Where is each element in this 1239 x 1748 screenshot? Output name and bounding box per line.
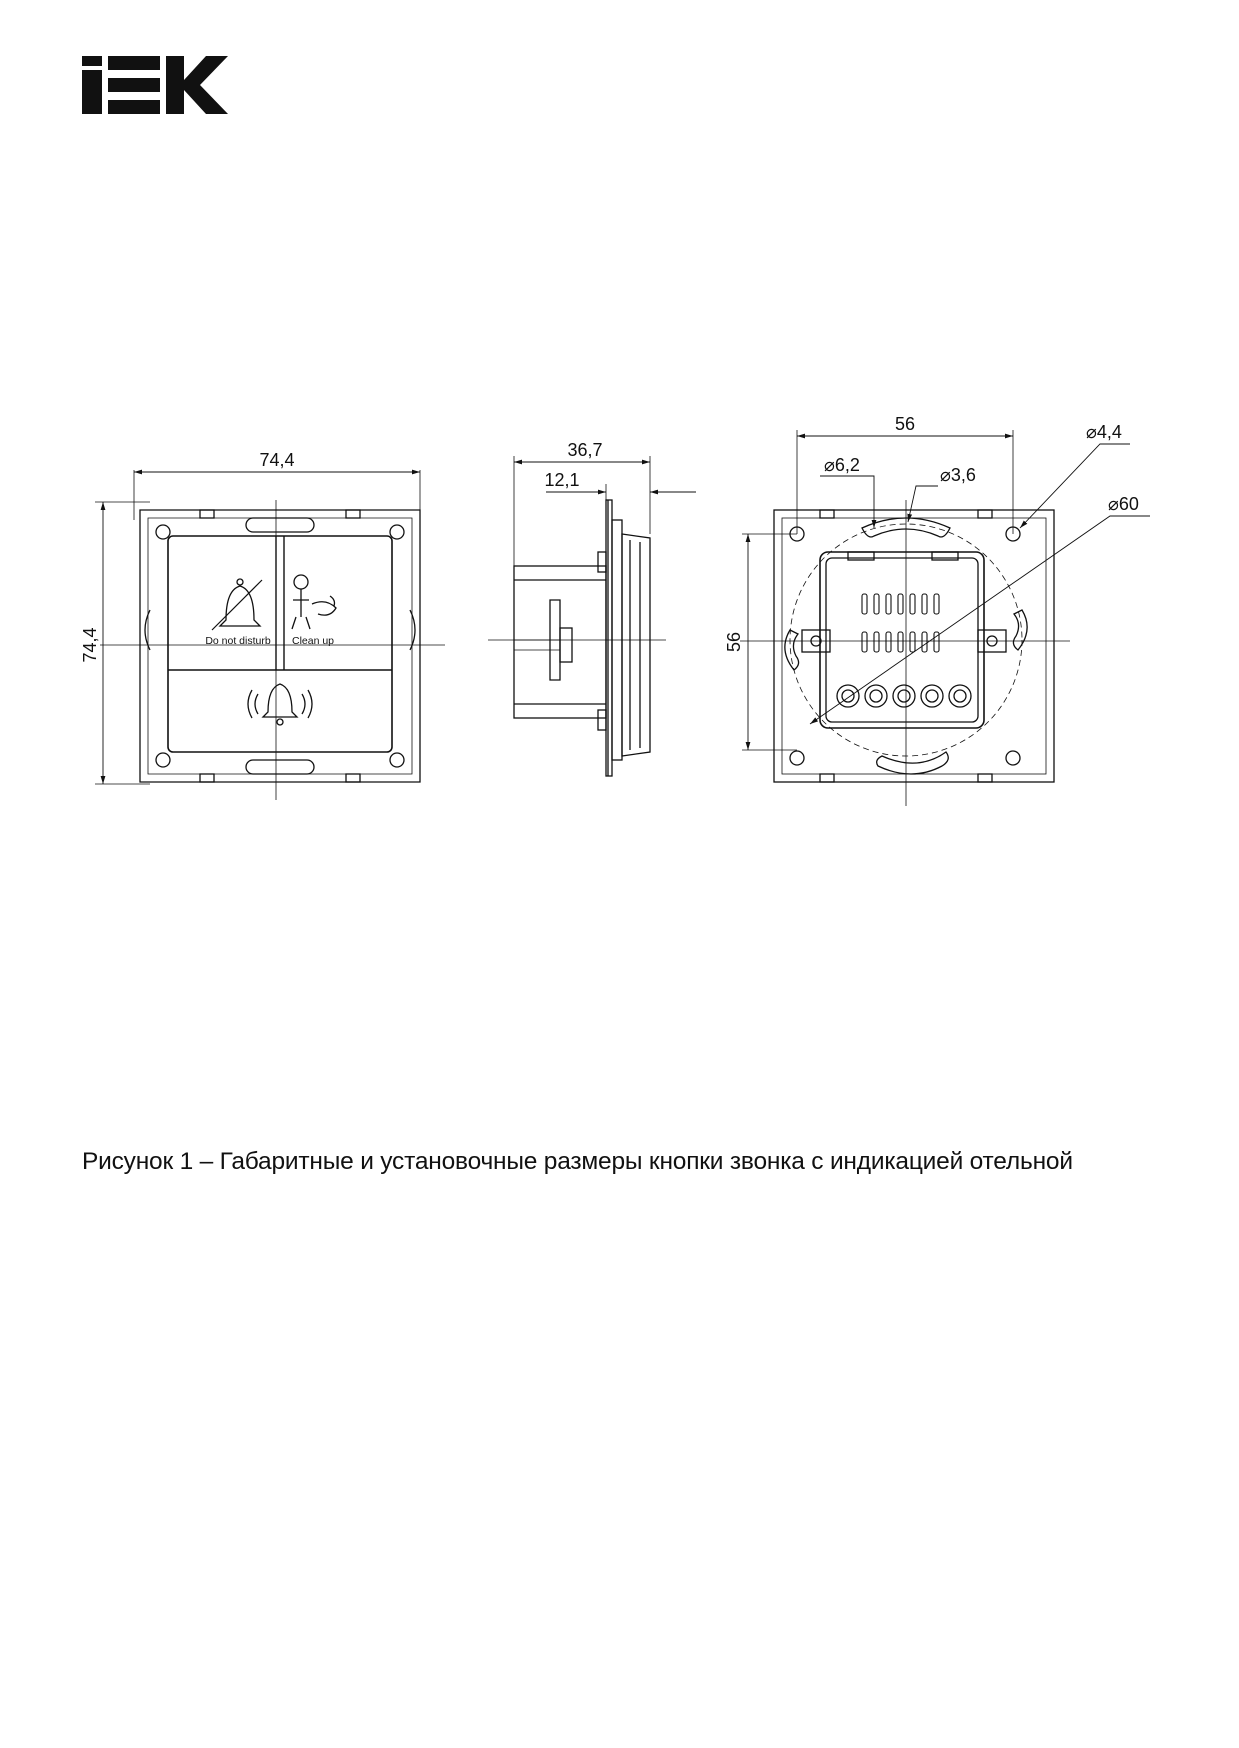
back-spacing-vertical-dimension: 56: [724, 632, 744, 652]
key-label-clean-up: Clean up: [292, 635, 334, 647]
key-label-do-not-disturb: Do not disturb: [205, 635, 271, 647]
hole-44-dimension: ⌀4,4: [1086, 422, 1122, 442]
front-view: [95, 469, 445, 800]
front-width-dimension: 74,4: [259, 450, 294, 470]
front-height-dimension: 74,4: [80, 627, 100, 662]
back-spacing-horizontal-dimension: 56: [895, 414, 915, 434]
side-view: [488, 456, 696, 777]
hole-62-dimension: ⌀6,2: [824, 455, 860, 475]
back-view: [740, 430, 1150, 806]
figure-caption: Рисунок 1 – Габаритные и установочные ра…: [82, 1148, 1073, 1175]
side-depth-dimension: 36,7: [567, 440, 602, 460]
circle-60-dimension: ⌀60: [1108, 494, 1139, 514]
iek-logo: [82, 56, 228, 114]
side-protrusion-dimension: 12,1: [544, 470, 579, 490]
hole-36-dimension: ⌀3,6: [940, 465, 976, 485]
